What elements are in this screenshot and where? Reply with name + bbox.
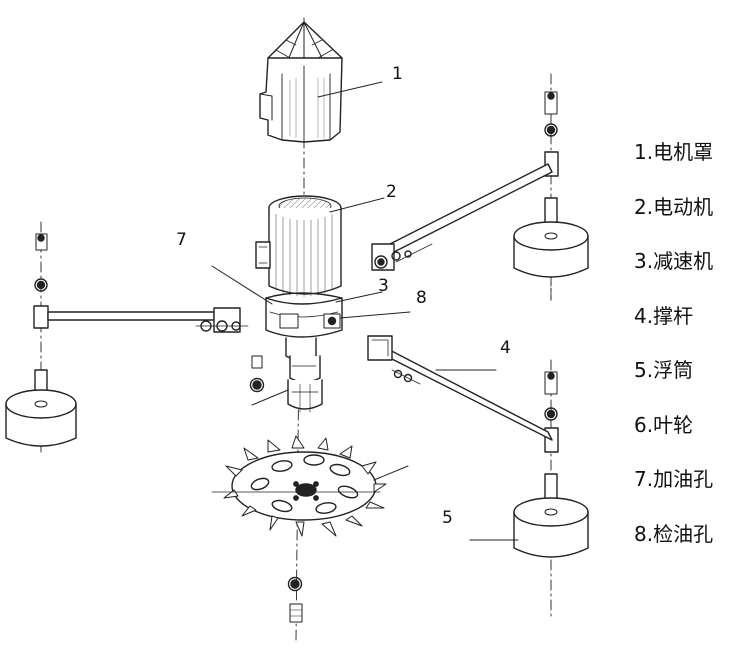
legend-item-motor-hood: 1.电机罩 [634, 140, 714, 164]
callout-number-1: 1 [392, 64, 403, 84]
callout-leader-2 [329, 197, 385, 213]
legend-item-motor: 2.电动机 [634, 194, 714, 219]
right-lower-strut-assembly [367, 335, 589, 621]
callout-leader-1 [317, 81, 383, 98]
legend-item-oil-check-hole: 8.检油孔 [634, 521, 714, 546]
legend-item-strut: 4.撑杆 [634, 303, 694, 328]
bottom-fasteners [287, 576, 303, 623]
callout-number-2: 2 [386, 182, 397, 202]
left-strut-assembly [5, 221, 249, 456]
parts-legend: 1.电机罩 2.电动机 3.减速机 4.撑杆 5.浮筒 6.叶轮 7.加油孔 8… [634, 140, 746, 576]
right-upper-strut-assembly [371, 73, 589, 301]
gear-reducer [265, 292, 343, 413]
callout-number-7: 7 [176, 230, 187, 250]
legend-item-reducer: 3.减速机 [634, 249, 714, 273]
motor-hood [259, 21, 343, 143]
callout-number-8: 8 [416, 288, 427, 308]
callout-leader-6 [373, 465, 409, 481]
callout-leader-8 [339, 311, 411, 319]
impeller [211, 435, 387, 537]
callout-number-4: 4 [500, 338, 511, 358]
legend-item-impeller: 6.叶轮 [634, 412, 694, 437]
callout-number-5: 5 [442, 508, 453, 528]
electric-motor [255, 195, 342, 298]
legend-item-oil-fill-hole: 7.加油孔 [634, 467, 714, 491]
legend-item-float: 5.浮筒 [634, 358, 694, 382]
callout-number-3: 3 [378, 276, 389, 296]
callout-leader-3 [335, 291, 383, 303]
callout-leader-7 [211, 265, 273, 305]
oil-plug-assembly [249, 355, 289, 406]
